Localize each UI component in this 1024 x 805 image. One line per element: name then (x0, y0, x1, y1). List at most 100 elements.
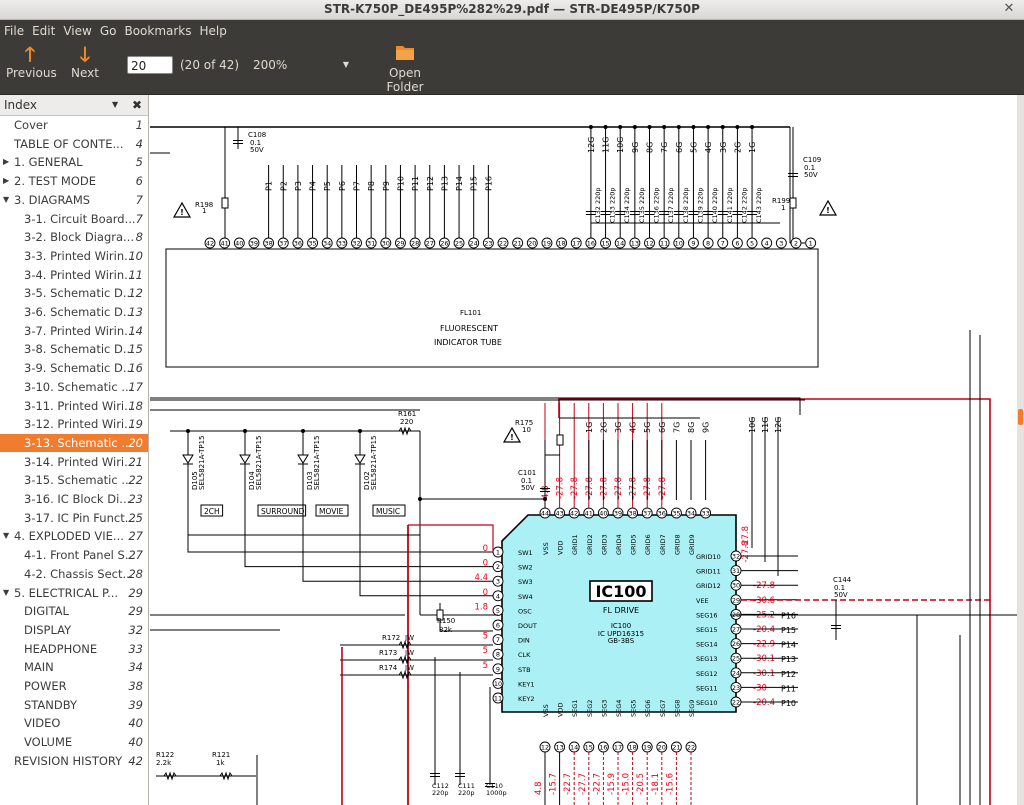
sidebar-item[interactable]: 3-3. Printed Wirin...10 (0, 247, 148, 265)
pin-number: 40 (599, 510, 607, 518)
sidebar-item-page: 27 (128, 548, 143, 563)
sidebar-item[interactable]: 3-8. Schematic D...15 (0, 340, 148, 358)
pin-number: 22 (732, 699, 740, 707)
resistor-symbol (398, 426, 412, 436)
sidebar-item[interactable]: 3-10. Schematic ...17 (0, 378, 148, 396)
menu-bookmarks[interactable]: Bookmarks (124, 24, 192, 38)
scroll-thumb[interactable] (1018, 409, 1023, 425)
sidebar-item-page: 10 (128, 248, 143, 263)
chevron-down-icon[interactable]: ▼ (112, 100, 119, 109)
grid-cap: C138 220p (682, 187, 690, 223)
sidebar-item[interactable]: 3-14. Printed Wiri...21 (0, 453, 148, 471)
led-part: SEL5821A-TP15 (313, 435, 321, 490)
sidebar-item-page: 1 (135, 118, 143, 132)
r122-value: 2.2k (156, 759, 172, 767)
open-folder-button[interactable]: Open Folder (370, 42, 440, 94)
sidebar-item[interactable]: ▼5. ELECTRICAL P...29 (0, 584, 148, 602)
close-window-icon[interactable]: ✕ (1003, 1, 1015, 16)
sidebar-item[interactable]: 3-4. Printed Wirin...11 (0, 266, 148, 284)
sidebar-item-label: 3-2. Block Diagra... (24, 230, 134, 245)
sidebar-item[interactable]: 3-9. Schematic D...16 (0, 359, 148, 377)
r199-value: 1 (781, 204, 785, 212)
pin-voltage: -30.1 (753, 654, 775, 664)
segment-label: P4 (309, 181, 318, 191)
pin-number: 30 (732, 582, 740, 590)
menu-view[interactable]: View (63, 24, 92, 38)
segment-label: P12 (781, 670, 796, 679)
next-button[interactable]: 🡓 Next (66, 42, 104, 80)
junction-dot (662, 125, 667, 129)
menu-help[interactable]: Help (199, 24, 227, 38)
sidebar-item[interactable]: 3-1. Circuit Board...7 (0, 210, 148, 228)
expanded-triangle-icon[interactable]: ▼ (3, 194, 10, 204)
sidebar-item[interactable]: 3-6. Schematic D...13 (0, 303, 148, 321)
sidebar-item[interactable]: 3-11. Printed Wiri...18 (0, 397, 148, 415)
sidebar-item[interactable]: 3-17. IC Pin Funct...25 (0, 509, 148, 527)
sidebar-item[interactable]: 3-2. Block Diagra...8 (0, 228, 148, 246)
vertical-scrollbar[interactable] (1017, 95, 1024, 805)
pin-number: 42 (570, 510, 578, 518)
menu-go[interactable]: Go (99, 24, 117, 38)
sidebar-item-label: 2. TEST MODE (14, 174, 96, 189)
sidebar-item[interactable]: 3-7. Printed Wirin...14 (0, 322, 148, 340)
sidebar-item-label: 3-8. Schematic D... (24, 342, 134, 357)
sidebar-item[interactable]: 3-12. Printed Wiri...19 (0, 415, 148, 433)
sidebar-item-page: 42 (128, 753, 143, 768)
sidebar-item-page: 29 (128, 604, 143, 619)
ic-pin-signal: SEG8 (673, 700, 681, 717)
sidebar-item-page: 22 (128, 473, 143, 488)
close-sidebar-icon[interactable]: ✖ (131, 98, 142, 112)
segment-label: P12 (426, 176, 435, 191)
sidebar-item[interactable]: 3-15. Schematic ...22 (0, 471, 148, 489)
pin-voltage: -15.9 (607, 773, 617, 795)
sidebar-item[interactable]: 3-13. Schematic ...20 (0, 433, 148, 452)
collapsed-triangle-icon[interactable]: ▶ (3, 157, 10, 167)
pin-voltage: 0 (483, 559, 488, 569)
caution-triangle-icon (172, 201, 192, 218)
sidebar-item-label: 1. GENERAL (14, 155, 83, 170)
sidebar-item[interactable]: 3-16. IC Block Di...23 (0, 490, 148, 508)
sidebar-item-label: 3-1. Circuit Board... (24, 211, 136, 226)
zoom-select[interactable]: 200%▼ (253, 58, 349, 72)
sidebar-item[interactable]: TABLE OF CONTE...4 (0, 135, 148, 153)
ic-pin-signal: VDD (557, 541, 565, 555)
menu-edit[interactable]: Edit (32, 24, 56, 38)
r198-value: 1 (202, 207, 206, 215)
ic100-part: GB-3BS (608, 637, 635, 645)
pin-number: 36 (658, 510, 666, 518)
pin-voltage: -27.8 (741, 541, 751, 563)
sidebar-item[interactable]: ▼4. EXPLODED VIE...27 (0, 527, 148, 545)
sidebar-item-page: 12 (128, 286, 143, 301)
sidebar-item[interactable]: 4-1. Front Panel S...27 (0, 546, 148, 564)
sidebar-header[interactable]: Index ▼ ✖ (0, 95, 148, 116)
page-number-input[interactable]: 20 (127, 56, 173, 74)
expanded-triangle-icon[interactable]: ▼ (3, 531, 10, 541)
menu-file[interactable]: File (4, 24, 25, 38)
sidebar-item[interactable]: 4-2. Chassis Sect...28 (0, 565, 148, 583)
previous-button[interactable]: 🡑 Previous (6, 42, 57, 80)
grid-label: 1G (585, 422, 594, 433)
sidebar-item[interactable]: 3-5. Schematic D...12 (0, 284, 148, 302)
junction-dot (243, 429, 247, 433)
expanded-triangle-icon[interactable]: ▼ (3, 587, 10, 597)
collapsed-triangle-icon[interactable]: ▶ (3, 176, 10, 186)
pin-number: 9 (496, 665, 500, 673)
sidebar-item-page: 16 (128, 361, 143, 376)
wire (359, 445, 493, 597)
pin-voltage: -22.9 (753, 640, 775, 650)
sidebar-item-page: 8 (135, 230, 143, 245)
